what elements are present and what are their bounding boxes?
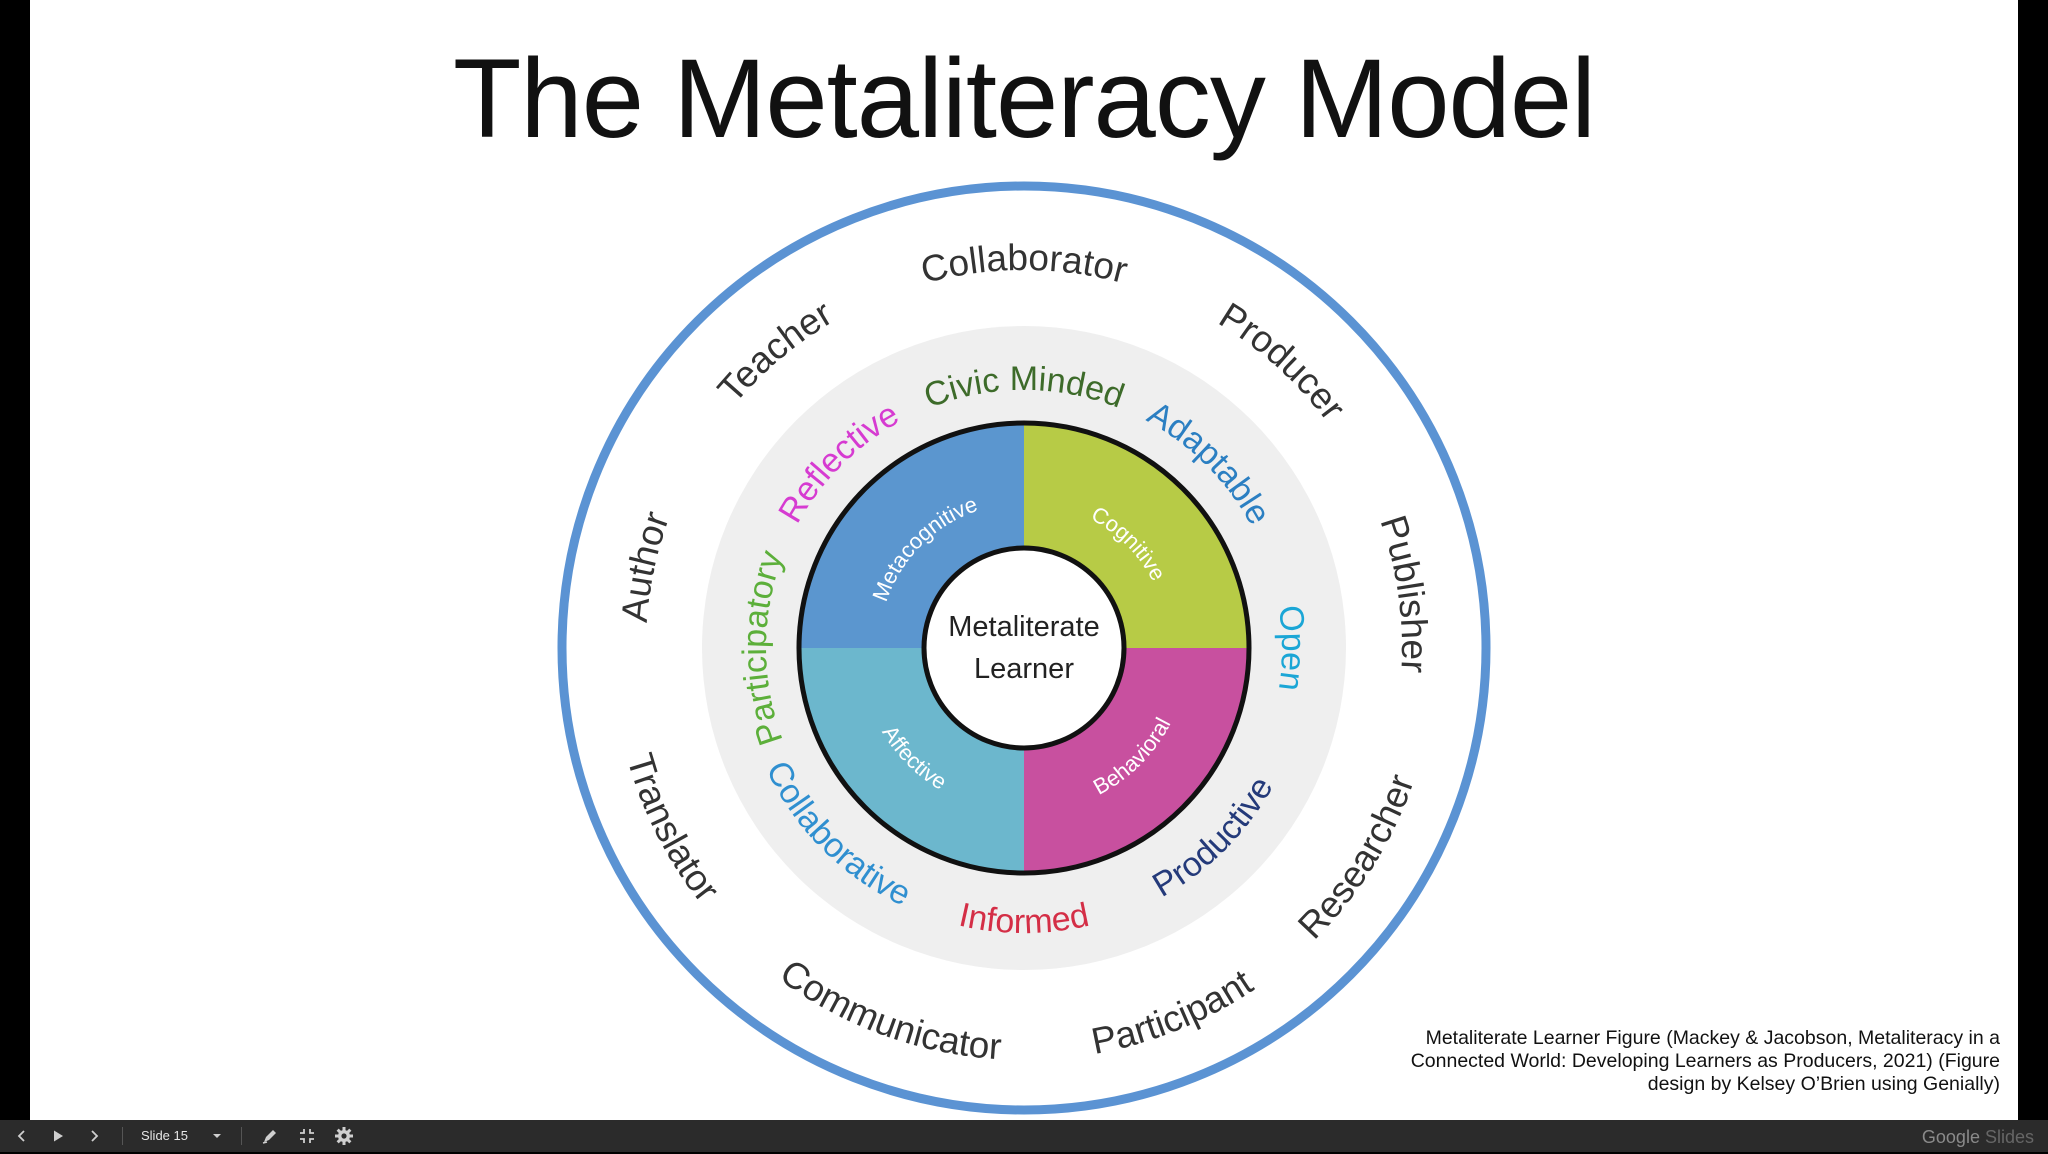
- role-publisher: Publisher: [1372, 510, 1435, 673]
- gear-icon: [335, 1127, 353, 1145]
- presenter-toolbar: Slide 15 Google Slides: [0, 1120, 2048, 1152]
- outer-ring: [557, 181, 1491, 1115]
- toolbar-divider: [241, 1127, 242, 1145]
- play-icon: [54, 1130, 63, 1142]
- exit-fullscreen-button[interactable]: [294, 1120, 320, 1152]
- caption-line: design by Kelsey O’Brien using Genially): [1647, 1073, 2000, 1095]
- figure-caption: Metaliterate Learner Figure (Mackey & Ja…: [1240, 1027, 2000, 1096]
- chevron-down-icon: [213, 1134, 221, 1138]
- role-participant: Participant: [1088, 961, 1260, 1062]
- slide-number-label[interactable]: Slide 15: [141, 1128, 188, 1143]
- pen-tool-button[interactable]: [257, 1120, 283, 1152]
- chevron-right-icon: [91, 1130, 99, 1142]
- role-collaborator: Collaborator: [917, 237, 1132, 291]
- quadrant-outline: [796, 420, 1252, 876]
- caption-line: Connected World: Developing Learners as …: [1410, 1050, 2000, 1072]
- slide-menu-button[interactable]: [208, 1120, 226, 1152]
- role-translator: Translator: [619, 749, 727, 910]
- role-teacher: Teacher: [710, 292, 839, 410]
- center-label: Learner: [974, 653, 1074, 685]
- next-slide-button[interactable]: [80, 1120, 108, 1152]
- toolbar-divider: [122, 1127, 123, 1145]
- exit-fullscreen-icon: [300, 1129, 314, 1143]
- role-communicator: Communicator: [773, 951, 1003, 1067]
- outer-ring-circle: [557, 181, 1491, 1115]
- google-slides-logo: Google Slides: [1921, 1127, 2034, 1147]
- slide-title: The Metaliteracy Model: [452, 36, 1596, 161]
- settings-button[interactable]: [330, 1120, 358, 1152]
- center-label: Metaliterate: [948, 611, 1100, 643]
- chevron-left-icon: [17, 1130, 25, 1142]
- center-disc: [921, 545, 1127, 751]
- play-button[interactable]: [44, 1120, 72, 1152]
- role-author: Author: [614, 506, 677, 624]
- caption-line: Metaliterate Learner Figure (Mackey & Ja…: [1425, 1027, 2000, 1049]
- characteristic-open: Open: [1271, 603, 1312, 693]
- characteristic-informed: Informed: [956, 896, 1092, 941]
- pen-icon: [262, 1130, 276, 1144]
- previous-slide-button[interactable]: [8, 1120, 36, 1152]
